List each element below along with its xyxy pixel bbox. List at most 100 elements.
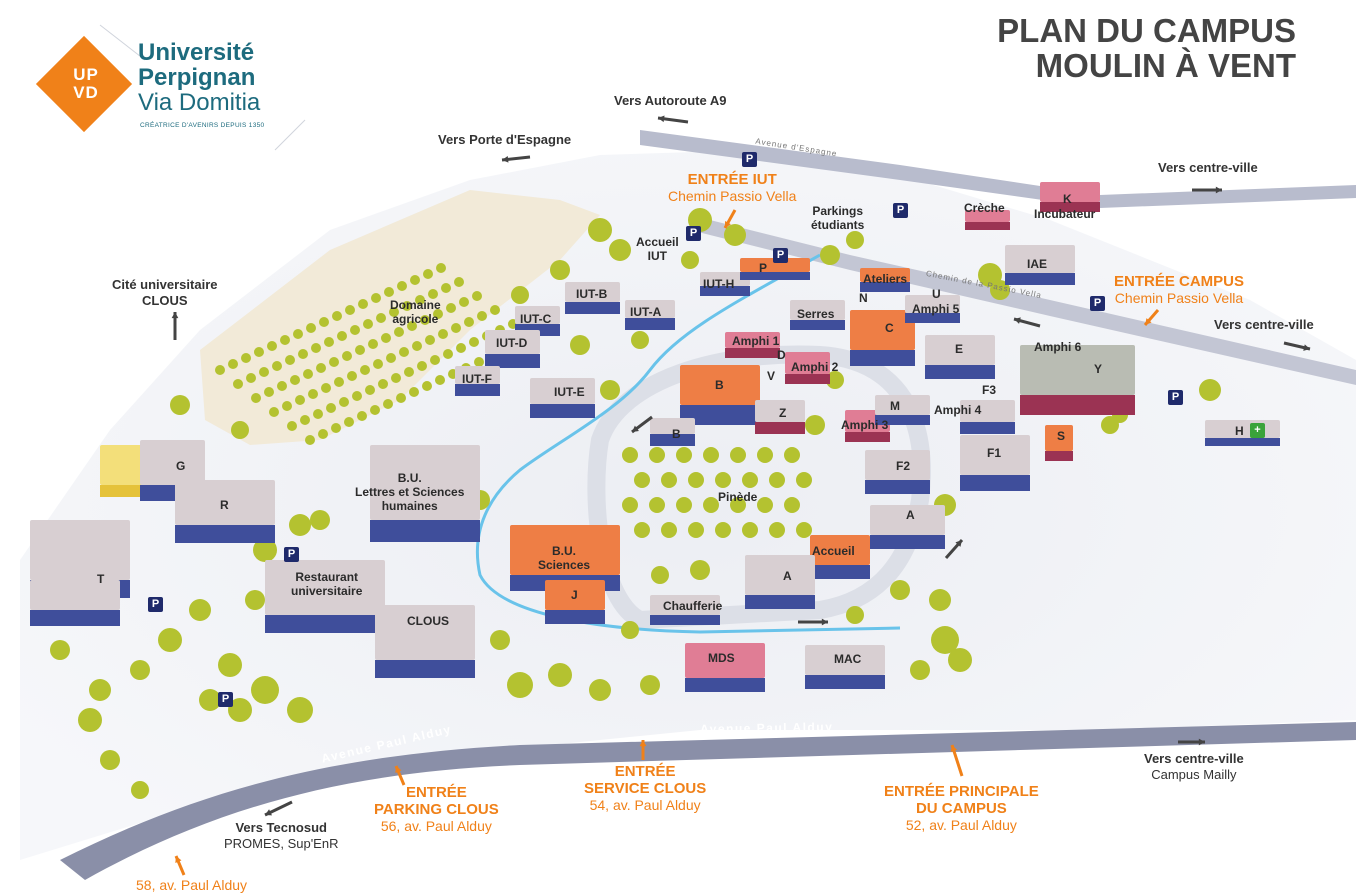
- direction-arrow-icon: [639, 740, 647, 760]
- tree: [404, 367, 414, 377]
- direction-arrow-icon: [1143, 309, 1160, 326]
- tree: [280, 335, 290, 345]
- tree: [347, 371, 357, 381]
- tree: [231, 421, 249, 439]
- building-iut-f: [455, 366, 500, 396]
- building-f1: [960, 435, 1030, 491]
- tree: [820, 245, 840, 265]
- tree: [384, 287, 394, 297]
- building-clous: [375, 605, 475, 678]
- label-e: E: [955, 342, 964, 356]
- tree: [215, 365, 225, 375]
- direction-arrows: [171, 115, 1311, 876]
- building-chaufferie: [650, 595, 720, 625]
- tree: [378, 379, 388, 389]
- tree: [303, 369, 313, 379]
- label-iut-f: IUT-F: [462, 372, 492, 386]
- tree: [251, 393, 261, 403]
- tree: [435, 375, 445, 385]
- tree: [640, 675, 660, 695]
- tree: [417, 361, 427, 371]
- label-n: N: [859, 291, 868, 305]
- tree: [396, 393, 406, 403]
- parking-sign: P: [742, 152, 757, 167]
- tree: [290, 375, 300, 385]
- tree: [621, 621, 639, 639]
- label-c: C: [885, 321, 894, 335]
- direction-autoroute: Vers Autoroute A9: [614, 93, 727, 108]
- label-d: D: [777, 348, 786, 362]
- parking-sign: P: [893, 203, 908, 218]
- label-v: V: [767, 369, 776, 383]
- tree: [331, 423, 341, 433]
- tree: [189, 599, 211, 621]
- building-j: [545, 580, 605, 624]
- label-chaufferie: Chaufferie: [663, 599, 723, 613]
- direction-arrow-icon: [631, 415, 653, 434]
- tree: [287, 697, 313, 723]
- parking-sign: P: [148, 597, 163, 612]
- tree: [305, 435, 315, 445]
- tree: [376, 313, 386, 323]
- building-iut-h: [700, 272, 750, 296]
- tree: [609, 239, 631, 261]
- tree: [251, 676, 279, 704]
- building-creche: [965, 210, 1010, 230]
- tree: [318, 429, 328, 439]
- building-iae: [1005, 245, 1075, 285]
- tree: [676, 447, 692, 463]
- building-amphi5: [905, 295, 960, 323]
- direction-arrow-icon: [1283, 341, 1311, 351]
- tree: [805, 415, 825, 435]
- parking-sign: P: [284, 547, 299, 562]
- tree: [622, 497, 638, 513]
- label-iut-e: IUT-E: [554, 385, 585, 399]
- tree: [423, 269, 433, 279]
- tree: [89, 679, 111, 701]
- tree: [651, 566, 669, 584]
- tree: [511, 286, 529, 304]
- tree: [420, 315, 430, 325]
- building-f2: [865, 450, 930, 494]
- tree: [321, 383, 331, 393]
- label-k: K: [1063, 192, 1072, 206]
- label-amphi3: Amphi 3: [841, 418, 889, 432]
- label-y: Y: [1094, 362, 1103, 376]
- tree: [715, 522, 731, 538]
- tree: [846, 606, 864, 624]
- tree: [78, 708, 102, 732]
- building-iut-e: [530, 378, 595, 418]
- tree: [769, 472, 785, 488]
- tree: [600, 380, 620, 400]
- tree: [436, 263, 446, 273]
- building-t-2: [30, 580, 120, 626]
- building-k: [1040, 182, 1100, 212]
- direction-arrow-icon: [950, 744, 964, 777]
- tree: [269, 407, 279, 417]
- label-amphi1: Amphi 1: [732, 334, 780, 348]
- tree: [389, 307, 399, 317]
- tree: [409, 387, 419, 397]
- university-name-line3: Via Domitia: [138, 89, 261, 117]
- tree: [289, 514, 311, 536]
- tree: [507, 672, 533, 698]
- building-mds: [685, 643, 765, 692]
- tree: [363, 319, 373, 329]
- label-h: H: [1235, 424, 1244, 438]
- building-serres: [790, 300, 845, 330]
- tree: [631, 331, 649, 349]
- tree: [796, 472, 812, 488]
- label-iut-d: IUT-D: [496, 336, 528, 350]
- tree: [310, 510, 330, 530]
- tree: [826, 371, 844, 389]
- direction-centre-ville-2: Vers centre-ville: [1214, 317, 1314, 332]
- label-iut-c: IUT-C: [520, 312, 552, 326]
- university-name-line1: Université: [138, 39, 255, 66]
- tree: [451, 323, 461, 333]
- tree: [742, 522, 758, 538]
- tree: [306, 323, 316, 333]
- tree: [50, 640, 70, 660]
- building-iut-a: [625, 300, 675, 330]
